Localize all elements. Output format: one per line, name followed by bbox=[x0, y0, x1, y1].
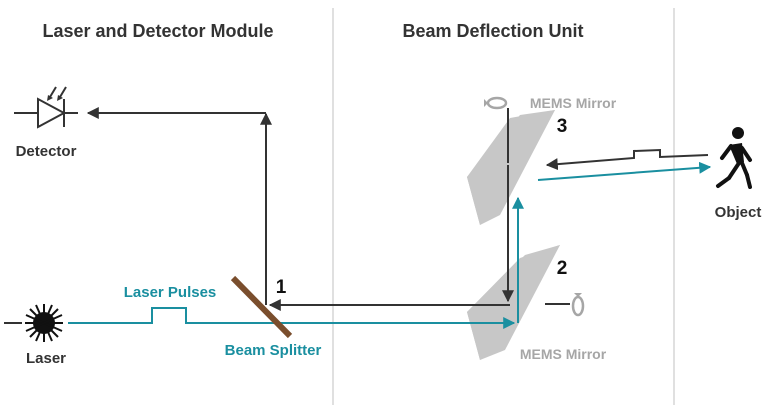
laser-source-icon bbox=[4, 304, 63, 342]
rotation-arrow-icon bbox=[571, 293, 585, 317]
mems-mirror-bottom-label: MEMS Mirror bbox=[520, 346, 607, 362]
object-label: Object bbox=[715, 204, 762, 221]
emitted-beam bbox=[68, 307, 516, 329]
section-title-beam-deflection: Beam Deflection Unit bbox=[402, 21, 583, 41]
photodiode-icon bbox=[14, 86, 78, 129]
rotation-arrow-icon bbox=[484, 96, 508, 110]
emitted-beam-to-object bbox=[537, 161, 712, 181]
laser-pulses-label: Laser Pulses bbox=[124, 284, 217, 301]
laser-label: Laser bbox=[26, 350, 66, 367]
walking-person-icon bbox=[716, 127, 752, 189]
step-number-2: 2 bbox=[557, 258, 568, 279]
mems-mirror-top-body bbox=[467, 110, 555, 225]
step-number-3: 3 bbox=[557, 116, 568, 137]
mems-mirror-bottom-body bbox=[467, 245, 560, 360]
mems-mirror-top-label: MEMS Mirror bbox=[530, 95, 617, 111]
step-number-1: 1 bbox=[276, 277, 287, 298]
detector-label: Detector bbox=[16, 143, 77, 160]
beam-splitter-label: Beam Splitter bbox=[225, 342, 322, 359]
section-title-laser-detector: Laser and Detector Module bbox=[42, 21, 273, 41]
beam-splitter bbox=[230, 275, 293, 339]
return-beam-from-object bbox=[545, 148, 709, 171]
